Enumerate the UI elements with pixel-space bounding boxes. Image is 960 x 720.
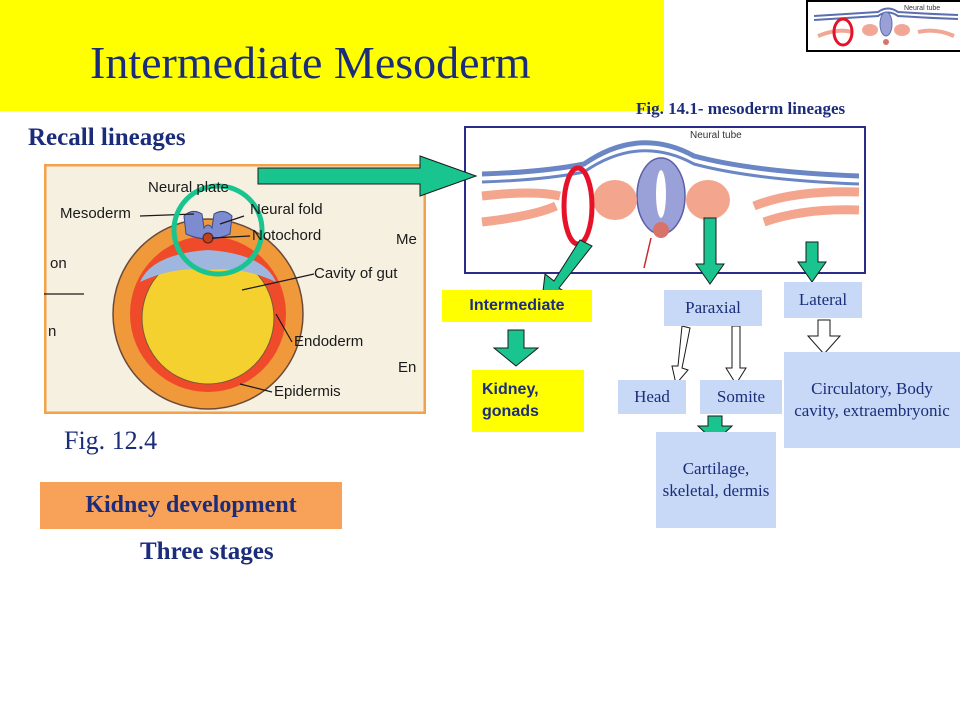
head-box: Head — [618, 380, 686, 414]
arrow-to-somite — [725, 325, 747, 385]
paraxial-box: Paraxial — [664, 290, 762, 326]
intermediate-box: Intermediate — [442, 290, 592, 322]
cartilage-box: Cartilage, skeletal, dermis — [656, 432, 776, 528]
title-background — [0, 0, 664, 111]
recall-lineages-heading: Recall lineages — [28, 124, 186, 151]
slide-title: Intermediate Mesoderm — [90, 37, 531, 88]
label-edge-en: En — [398, 359, 416, 376]
left-figure-caption: Fig. 12.4 — [64, 426, 158, 455]
label-neural-fold: Neural fold — [250, 201, 323, 218]
circulatory-box: Circulatory, Body cavity, extraembryonic — [784, 352, 960, 448]
label-neural-plate: Neural plate — [148, 179, 229, 196]
kidney-gonads-box: Kidney, gonads — [472, 370, 584, 432]
arrow-to-kidney — [492, 329, 540, 367]
thumbnail-figure: Neural tube — [806, 0, 960, 52]
arrow-to-head — [671, 325, 691, 386]
label-edge-n: n — [48, 323, 56, 340]
label-edge-me: Me — [396, 231, 417, 248]
somite-box: Somite — [700, 380, 782, 414]
lateral-box: Lateral — [784, 282, 862, 318]
neural-tube-label: Neural tube — [690, 130, 742, 141]
thumbnail-neural-tube-label: Neural tube — [904, 5, 940, 12]
arrow-left-to-right — [257, 155, 478, 197]
arrow-to-paraxial — [695, 217, 725, 285]
label-endoderm: Endoderm — [294, 333, 363, 350]
arrow-to-circulatory — [806, 319, 842, 355]
label-cavity-of-gut: Cavity of gut — [314, 265, 398, 282]
three-stages-text: Three stages — [140, 538, 274, 565]
label-edge-on: on — [50, 255, 67, 272]
kidney-development-label: Kidney development — [40, 482, 342, 529]
label-epidermis: Epidermis — [274, 383, 341, 400]
right-figure-mesoderm-lineages: Neural tube — [464, 126, 866, 274]
label-notochord: Notochord — [252, 227, 321, 244]
arrow-to-lateral — [797, 241, 827, 283]
left-figure-cross-section: Neural plate Mesoderm Neural fold Notoch… — [43, 163, 427, 415]
label-mesoderm: Mesoderm — [60, 205, 131, 222]
right-figure-caption: Fig. 14.1- mesoderm lineages — [636, 99, 846, 118]
